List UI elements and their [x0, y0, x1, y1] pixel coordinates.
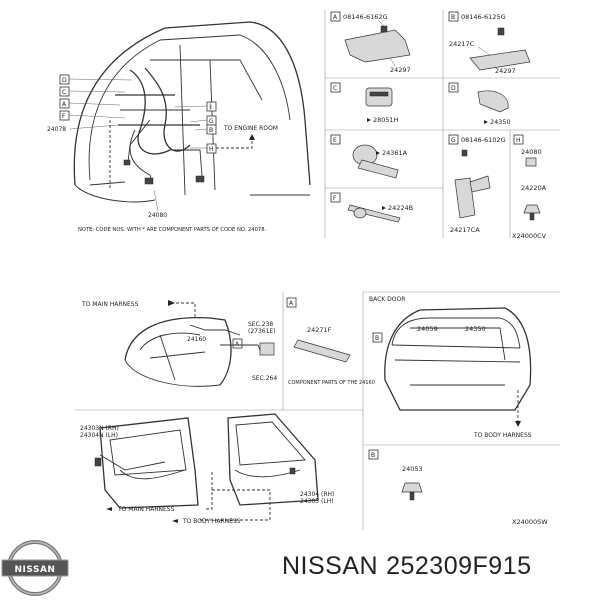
part-code: 24217C — [449, 40, 475, 48]
sec-code-1: SEC.238 — [248, 321, 273, 328]
figure-code: X24000SW — [512, 518, 548, 526]
callout-letter: B — [209, 127, 213, 134]
callout-letter: C — [62, 89, 66, 96]
part-code: 24053 — [402, 465, 423, 473]
bottom-harness-label: 24080 — [148, 212, 167, 219]
section-letter: B — [375, 335, 379, 342]
component-note: COMPONENT PARTS OF THE 24160 — [288, 380, 375, 386]
figure-code: X24000CV — [512, 232, 547, 240]
part-code: 24059 — [417, 325, 438, 333]
to-main-harness-label-2: TO MAIN HARNESS — [117, 506, 175, 513]
to-body-harness-label: TO BODY HARNESS — [473, 432, 532, 439]
clip3-part-icon — [401, 482, 423, 493]
top-parts-grid: A 08146-6162G 24297 B 08146-6125G 24217C… — [324, 10, 560, 240]
clip2-part-icon — [523, 204, 541, 214]
section-letter: A — [289, 300, 294, 307]
callout-letter: G — [209, 118, 214, 125]
part-code: 24361A — [382, 149, 408, 157]
part-code: 08146-6125G — [461, 13, 506, 21]
section-letter: C — [333, 85, 337, 92]
part-code: 24217CA — [450, 226, 480, 234]
part-code: 08146-6162G — [343, 13, 388, 21]
front-door-label-2: 24304N (LH) — [80, 432, 118, 439]
part-code: 24297 — [390, 66, 411, 74]
bottom-diagram: TO MAIN HARNESS 24160 A SEC.238 (27361E)… — [75, 291, 560, 530]
callout-box — [59, 74, 70, 85]
part-number: 252309F915 — [386, 552, 532, 580]
back-door-title: BACK DOOR — [369, 296, 405, 303]
harness-label: 24078 — [47, 126, 66, 133]
section-letter: A — [235, 341, 240, 348]
seal-part-icon — [293, 339, 351, 363]
top-vehicle-diagram: D C A F 24078 I G B H — [47, 21, 311, 233]
hood-harness-label: 24160 — [187, 336, 206, 343]
section-letter: F — [333, 195, 337, 202]
callout-letter: A — [62, 101, 67, 108]
callout-letter: H — [209, 146, 214, 153]
brand-name: NISSAN — [282, 552, 379, 580]
callout-box — [59, 86, 70, 97]
callout-box — [59, 98, 70, 109]
part-code: 08146-6102G — [461, 136, 506, 144]
callout-letter: I — [210, 104, 212, 111]
rear-door-label-1: 24304 (RH) — [300, 491, 334, 498]
to-engine-room-label: TO ENGINE ROOM — [223, 125, 278, 132]
bracket-part-icon — [344, 29, 411, 63]
clip-part-icon — [469, 49, 531, 71]
to-body-harness-label-2: TO BODY HARNESS — [182, 518, 241, 525]
part-code: 24350 — [490, 118, 511, 126]
logo-text: NISSAN — [15, 565, 56, 575]
bracket2-part-icon — [454, 177, 476, 219]
section-letter: B — [451, 14, 455, 21]
top-callouts-left: D C A F — [59, 74, 133, 121]
callout-letter: F — [62, 113, 66, 120]
section-letter: E — [333, 137, 337, 144]
top-callouts-right: I G B H — [174, 101, 217, 154]
section-letter: G — [451, 137, 456, 144]
small-part-icon — [525, 157, 537, 167]
to-main-harness-label: TO MAIN HARNESS — [81, 301, 139, 308]
part-code: 24224B — [388, 204, 413, 212]
nissan-logo: NISSAN — [1, 540, 69, 596]
connector-part-icon — [365, 87, 393, 107]
part-code: 24220A — [521, 184, 547, 192]
part-code: 24297 — [495, 67, 516, 75]
top-note-line: NOTE: CODE NOS. WITH * ARE COMPONENT PAR… — [78, 227, 267, 233]
section-letter: B — [371, 452, 375, 459]
section-letter: A — [333, 14, 338, 21]
section-letter: D — [451, 85, 456, 92]
part-code: 24080 — [521, 148, 542, 156]
section-letter: H — [516, 137, 521, 144]
part-code: 24271F — [307, 326, 332, 334]
part-code: 24350 — [465, 325, 486, 333]
washer-tank-icon — [259, 342, 275, 356]
part-code: 28051H — [373, 116, 399, 124]
rear-door-label-2: 24305 (LH) — [300, 498, 334, 505]
sec-code-2: (27361E) — [248, 328, 276, 335]
sec-code-3: SEC.264 — [252, 375, 277, 382]
boot-part-icon — [477, 90, 509, 113]
callout-box — [59, 110, 70, 121]
callout-letter: D — [62, 77, 67, 84]
